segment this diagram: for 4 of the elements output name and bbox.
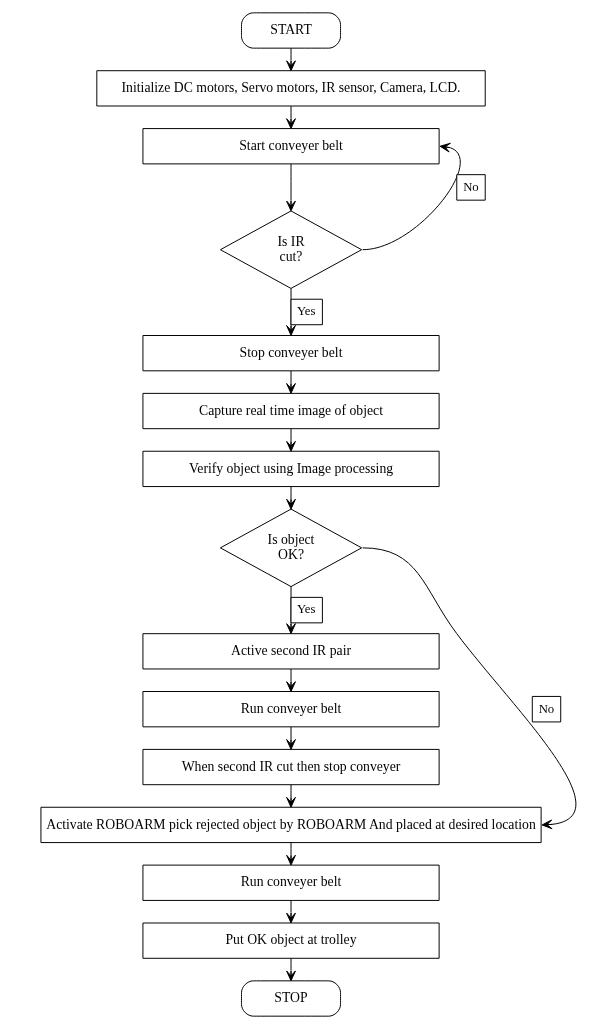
edge-label: No <box>538 701 554 716</box>
edge-label: No <box>462 179 479 194</box>
edge-label: Yes <box>296 602 315 617</box>
edge-label: Yes <box>296 304 315 319</box>
